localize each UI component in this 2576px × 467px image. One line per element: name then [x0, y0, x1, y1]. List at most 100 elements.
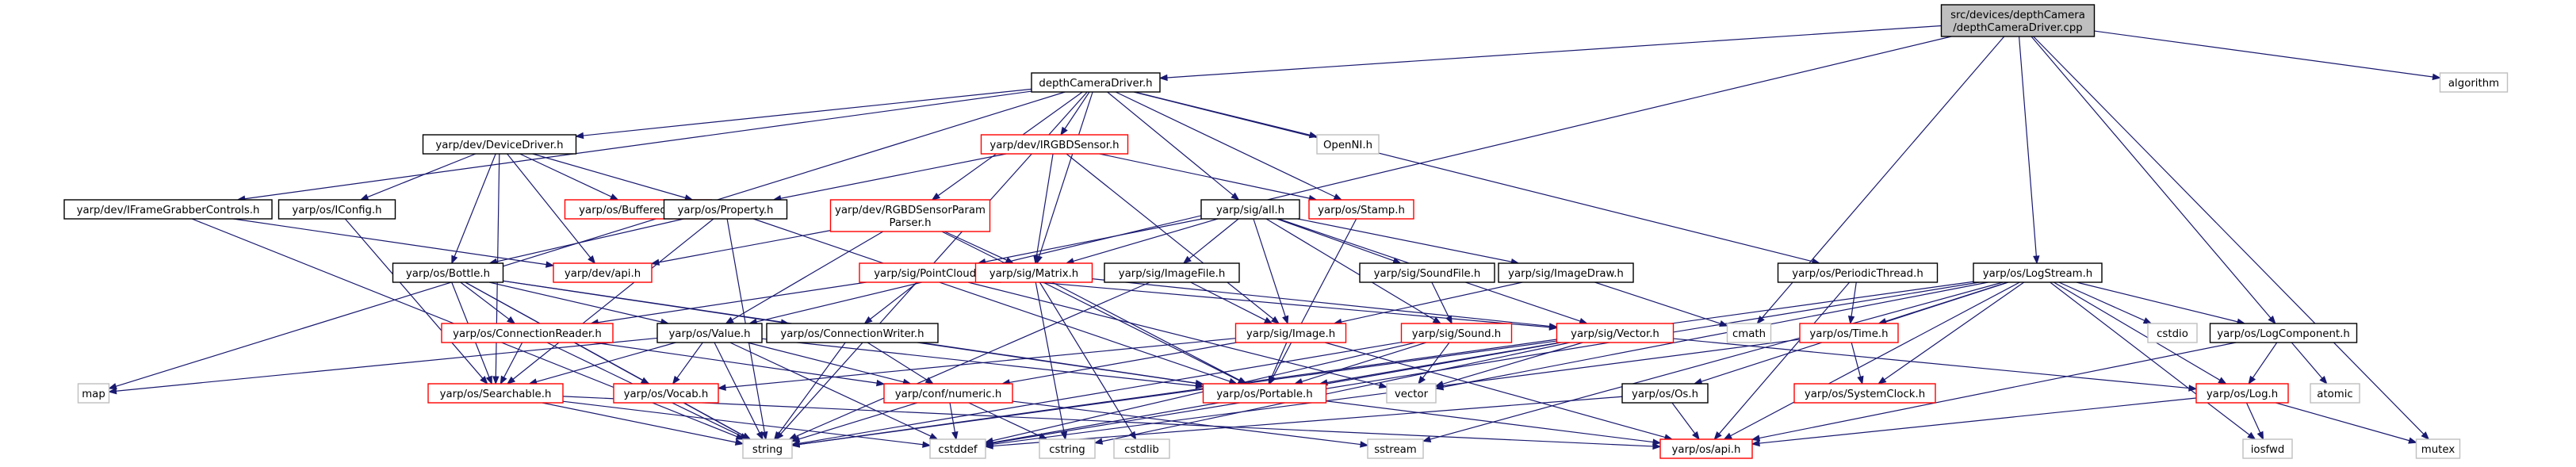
- node-label: yarp/sig/Matrix.h: [989, 268, 1078, 280]
- node-connreader[interactable]: yarp/os/ConnectionReader.h: [441, 323, 614, 343]
- node-property[interactable]: yarp/os/Property.h: [663, 199, 788, 220]
- edge-logstream-to-cstddef: [984, 281, 1980, 446]
- node-sigall[interactable]: yarp/sig/all.h: [1200, 199, 1300, 220]
- node-label: yarp/os/Log.h: [2207, 389, 2278, 400]
- arrowhead: [1231, 192, 1240, 201]
- node-vector[interactable]: yarp/sig/Vector.h: [1556, 323, 1675, 343]
- edge-pointcloud-to-vector: [1000, 278, 1558, 331]
- node-osapi[interactable]: yarp/os/api.h: [1659, 438, 1753, 459]
- node-label: /depthCameraDriver.cpp: [1953, 22, 2082, 34]
- node-box: [278, 199, 396, 220]
- arrowhead: [545, 261, 555, 268]
- node-periodic[interactable]: yarp/os/PeriodicThread.h: [1777, 262, 1939, 283]
- node-box: [829, 199, 991, 232]
- arrowhead: [717, 384, 726, 391]
- node-box: [1039, 438, 1096, 459]
- node-sysclock[interactable]: yarp/os/SystemClock.h: [1793, 383, 1936, 404]
- node-box: [1726, 323, 1772, 343]
- edge-root-to-dcd: [1158, 25, 1942, 82]
- node-box: [1316, 134, 1380, 155]
- edge-logstream-to-cstdio: [2058, 281, 2153, 324]
- node-label: cstring: [1049, 444, 1085, 456]
- arrowhead: [2268, 316, 2276, 325]
- arrowhead: [451, 255, 458, 265]
- node-portable[interactable]: yarp/os/Portable.h: [1202, 383, 1327, 404]
- node-box: [2415, 438, 2461, 459]
- arrowhead: [650, 258, 660, 266]
- node-connwriter[interactable]: yarp/os/ConnectionWriter.h: [766, 323, 939, 343]
- node-box: [1113, 438, 1170, 459]
- edge-dcd-to-iframe: [236, 90, 1032, 202]
- node-box: [1234, 323, 1347, 343]
- node-box: [2439, 72, 2509, 93]
- node-label: yarp/sig/ImageDraw.h: [1508, 268, 1624, 280]
- arrowhead: [672, 375, 680, 385]
- node-stamp[interactable]: yarp/os/Stamp.h: [1308, 199, 1414, 220]
- node-box: [1308, 199, 1414, 220]
- node-logcomp[interactable]: yarp/os/LogComponent.h: [2209, 323, 2358, 343]
- node-imagedraw[interactable]: yarp/sig/ImageDraw.h: [1498, 262, 1634, 283]
- arrowhead: [588, 255, 596, 265]
- node-label: yarp/os/Bottle.h: [406, 268, 490, 280]
- edge-logstream-to-log: [2054, 281, 2227, 385]
- node-devapi[interactable]: yarp/dev/api.h: [553, 262, 653, 283]
- arrowhead: [1652, 442, 1662, 450]
- arrowhead: [1713, 431, 1722, 441]
- node-label: string: [752, 444, 783, 456]
- node-time[interactable]: yarp/os/Time.h: [1799, 323, 1899, 343]
- node-irgbd[interactable]: yarp/dev/IRGBDSensor.h: [980, 134, 1129, 155]
- node-label: yarp/conf/numeric.h: [895, 389, 1002, 400]
- edge-devicedriver-to-bottle: [451, 153, 496, 265]
- node-iframe[interactable]: yarp/dev/IFrameGrabberControls.h: [63, 199, 273, 220]
- edge-dcd-to-devicedriver: [575, 88, 1032, 140]
- node-box: [427, 383, 564, 404]
- node-bottle[interactable]: yarp/os/Bottle.h: [392, 262, 504, 283]
- edge-dcd-to-irgbd: [1060, 91, 1090, 136]
- node-box: [1940, 4, 2096, 37]
- node-root[interactable]: src/devices/depthCamera/depthCameraDrive…: [1940, 4, 2096, 37]
- node-imagefile[interactable]: yarp/sig/ImageFile.h: [1104, 262, 1240, 283]
- edge-irgbd-to-matrix: [1033, 153, 1054, 265]
- node-box: [1202, 383, 1327, 404]
- node-iconfig[interactable]: yarp/os/IConfig.h: [278, 199, 396, 220]
- arrowhead: [640, 377, 650, 385]
- node-label: yarp/dev/IRGBDSensor.h: [989, 140, 1119, 151]
- node-image[interactable]: yarp/sig/Image.h: [1234, 323, 1347, 343]
- edge-devicedriver-to-property: [532, 153, 694, 201]
- node-box: [1367, 438, 1424, 459]
- edge-logstream-to-vectorstd: [1434, 281, 1988, 391]
- arrowhead: [1282, 315, 1289, 325]
- node-label: yarp/os/Searchable.h: [440, 389, 552, 400]
- edge-image-to-vocab: [717, 338, 1236, 391]
- edge-value-to-numeric: [747, 342, 912, 385]
- node-label: yarp/os/Value.h: [668, 328, 750, 340]
- node-logstream[interactable]: yarp/os/LogStream.h: [1973, 262, 2103, 283]
- node-log[interactable]: yarp/os/Log.h: [2195, 383, 2289, 404]
- node-matrix[interactable]: yarp/sig/Matrix.h: [974, 262, 1093, 283]
- node-dcd[interactable]: depthCameraDriver.h: [1031, 72, 1161, 93]
- node-cmath: cmath: [1726, 323, 1772, 343]
- arrowhead: [1182, 255, 1192, 264]
- node-label: yarp/sig/SoundFile.h: [1374, 268, 1481, 280]
- node-vocab[interactable]: yarp/os/Vocab.h: [613, 383, 719, 404]
- node-box: [2195, 383, 2289, 404]
- edge-iconfig-to-searchable: [344, 218, 488, 385]
- node-label: yarp/os/ConnectionReader.h: [453, 328, 602, 340]
- edge-sigall-to-image: [1253, 218, 1289, 325]
- node-box: [656, 323, 763, 343]
- node-label: yarp/os/LogComponent.h: [2217, 328, 2350, 340]
- node-value[interactable]: yarp/os/Value.h: [656, 323, 763, 343]
- node-devicedriver[interactable]: yarp/dev/DeviceDriver.h: [422, 134, 577, 155]
- node-searchable[interactable]: yarp/os/Searchable.h: [427, 383, 564, 404]
- arrowhead: [1060, 126, 1068, 136]
- node-box: [1793, 383, 1936, 404]
- node-box: [2310, 383, 2360, 404]
- node-sound[interactable]: yarp/sig/Sound.h: [1400, 323, 1513, 343]
- node-os[interactable]: yarp/os/Os.h: [1621, 383, 1709, 404]
- node-numeric[interactable]: yarp/conf/numeric.h: [883, 383, 1013, 404]
- arrowhead: [359, 193, 369, 201]
- node-soundfile[interactable]: yarp/sig/SoundFile.h: [1359, 262, 1495, 283]
- arrowhead: [1422, 435, 1432, 442]
- arrowhead: [575, 132, 584, 140]
